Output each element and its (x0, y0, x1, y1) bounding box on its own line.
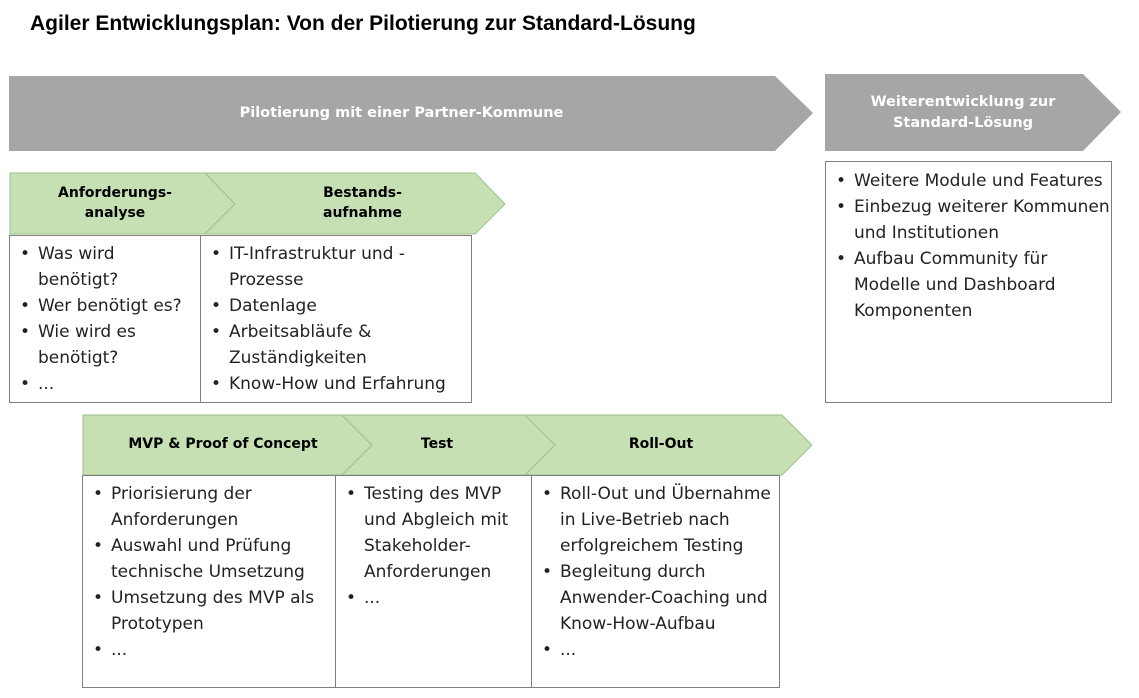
standard-list: Weitere Module und Features Einbezug wei… (826, 168, 1111, 324)
list-item: Know-How und Erfahrung (201, 371, 471, 397)
list-item: ... (83, 637, 335, 663)
mvp-step-label: MVP & Proof of Concept (128, 436, 318, 453)
anforderung-step-label: Anforderungs- analyse (58, 184, 172, 221)
test-step-label: Test (420, 436, 454, 453)
pilot-phase-arrow (9, 76, 813, 151)
list-item: ... (10, 371, 200, 397)
list-item: Priorisierung der Anforderungen (83, 481, 335, 533)
list-item: Auswahl und Prüfung technische Umsetzung (83, 533, 335, 585)
bestand-step-label: Bestands- aufnahme (323, 184, 402, 221)
list-item: Was wird benötigt? (10, 241, 200, 293)
list-item: Roll-Out und Übernahme in Live-Betrieb n… (532, 481, 779, 559)
list-item: IT-Infrastruktur und -Prozesse (201, 241, 471, 293)
list-item: Datenlage (201, 293, 471, 319)
list-item: Wie wird es benötigt? (10, 319, 200, 371)
list-item: Wer benötigt es? (10, 293, 200, 319)
list-item: Umsetzung des MVP als Prototypen (83, 585, 335, 637)
standard-box: Weitere Module und Features Einbezug wei… (825, 161, 1112, 403)
anforderung-box: Was wird benötigt? Wer benötigt es? Wie … (9, 235, 201, 403)
test-box: Testing des MVP und Abgleich mit Stakeho… (335, 475, 532, 688)
anforderung-list: Was wird benötigt? Wer benötigt es? Wie … (10, 241, 200, 397)
standard-phase-arrow (825, 74, 1121, 151)
list-item: ... (336, 585, 531, 611)
rollout-box: Roll-Out und Übernahme in Live-Betrieb n… (531, 475, 780, 688)
bestand-box: IT-Infrastruktur und -Prozesse Datenlage… (200, 235, 472, 403)
bestand-list: IT-Infrastruktur und -Prozesse Datenlage… (201, 241, 471, 397)
bestand-step-arrow (203, 172, 506, 235)
list-item: Arbeitsabläufe & Zuständigkeiten (201, 319, 471, 371)
rollout-step-label: Roll-Out (628, 436, 694, 453)
test-list: Testing des MVP und Abgleich mit Stakeho… (336, 481, 531, 611)
mvp-box: Priorisierung der Anforderungen Auswahl … (82, 475, 336, 688)
mvp-list: Priorisierung der Anforderungen Auswahl … (83, 481, 335, 663)
list-item: Einbezug weiterer Kommunen und Instituti… (826, 194, 1111, 246)
standard-phase-label: Weiterentwicklung zur Standard-Lösung (870, 94, 1056, 131)
rollout-step-arrow (523, 414, 813, 476)
page-title: Agiler Entwicklungsplan: Von der Pilotie… (30, 12, 696, 35)
pilot-phase-label: Pilotierung mit einer Partner-Kommune (239, 105, 564, 122)
list-item: Aufbau Community für Modelle und Dashboa… (826, 246, 1111, 324)
list-item: ... (532, 637, 779, 663)
list-item: Begleitung durch Anwender-Coaching und K… (532, 559, 779, 637)
list-item: Testing des MVP und Abgleich mit Stakeho… (336, 481, 531, 585)
list-item: Weitere Module und Features (826, 168, 1111, 194)
rollout-list: Roll-Out und Übernahme in Live-Betrieb n… (532, 481, 779, 663)
